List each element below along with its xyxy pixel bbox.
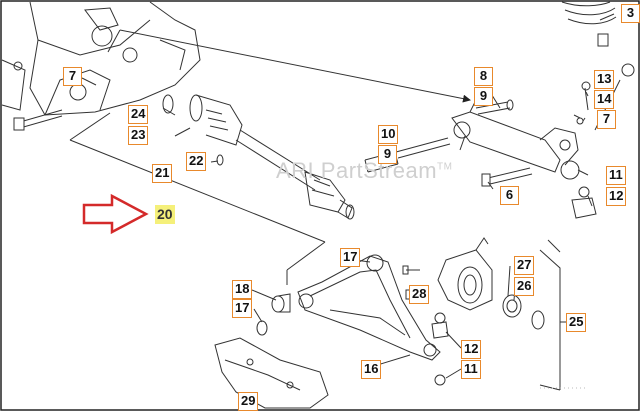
callout-28[interactable]: 28 (409, 285, 430, 304)
callout-17[interactable]: 17 (340, 248, 361, 267)
ball-joint-lower (431, 312, 449, 386)
callout-9b[interactable]: 9 (378, 145, 397, 164)
callout-6[interactable]: 6 (500, 186, 519, 205)
callout-24[interactable]: 24 (128, 105, 149, 124)
watermark: ARI PartStreamTM (276, 158, 453, 184)
pointer-arrow (82, 193, 149, 235)
lower-a-arm (297, 254, 441, 361)
callout-18[interactable]: 18 (232, 280, 253, 299)
callout-21[interactable]: 21 (152, 164, 173, 183)
callout-7b[interactable]: 7 (597, 110, 616, 129)
steering-knuckle (437, 237, 493, 311)
callout-11b[interactable]: 11 (461, 360, 481, 379)
chassis-frame (1, 1, 201, 116)
callout-12b[interactable]: 12 (461, 340, 482, 359)
callout-12[interactable]: 12 (606, 187, 627, 206)
coil-spring (561, 1, 635, 77)
watermark-trademark: TM (437, 161, 453, 173)
snap-ring (162, 94, 224, 166)
upper-a-arm (451, 91, 580, 180)
callout-9[interactable]: 9 (474, 87, 493, 106)
callout-22[interactable]: 22 (186, 152, 207, 171)
bearing-bracket (539, 239, 561, 391)
wheel-bearing (502, 294, 545, 330)
upper-hardware (573, 81, 591, 125)
callout-27[interactable]: 27 (514, 256, 535, 275)
callout-17b[interactable]: 17 (232, 299, 253, 318)
callout-25[interactable]: 25 (566, 313, 587, 332)
axle-assembly-bracket (69, 112, 326, 285)
callout-10[interactable]: 10 (378, 125, 399, 144)
callout-23[interactable]: 23 (128, 126, 149, 145)
bolt-left (13, 61, 63, 131)
ball-joint-upper (571, 186, 597, 219)
skid-plate (214, 337, 329, 409)
bushings (256, 293, 291, 336)
drive-axle (189, 94, 355, 220)
reference-lines (107, 29, 621, 131)
callout-3[interactable]: 3 (621, 4, 640, 23)
callout-13[interactable]: 13 (594, 70, 615, 89)
callout-20-axle-assembly[interactable]: 20 (155, 205, 175, 224)
callout-14[interactable]: 14 (594, 90, 615, 109)
callout-29[interactable]: 29 (238, 392, 259, 411)
callout-26[interactable]: 26 (514, 277, 535, 296)
callout-7[interactable]: 7 (63, 67, 82, 86)
callout-8[interactable]: 8 (474, 67, 493, 86)
callout-16[interactable]: 16 (361, 360, 382, 379)
callout-11[interactable]: 11 (606, 166, 626, 185)
watermark-text: ARI PartStream (276, 158, 438, 183)
leader-lines (81, 13, 615, 379)
